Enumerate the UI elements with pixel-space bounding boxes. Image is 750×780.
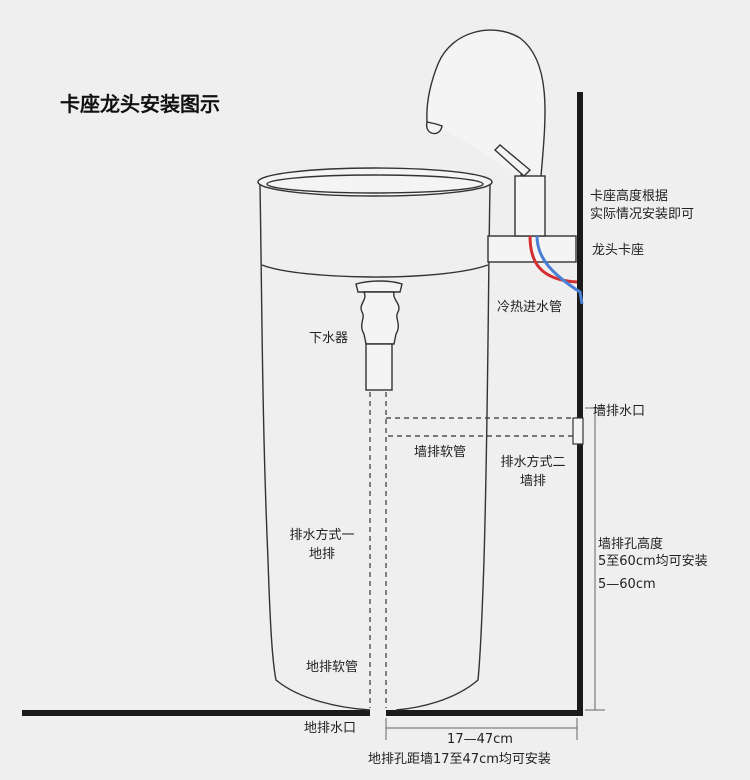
- label-floor-hose: 地排软管: [306, 660, 359, 675]
- label-inlet-pipes: 冷热进水管: [497, 300, 563, 315]
- wall-drain-hose: [386, 417, 577, 437]
- label-wall-hole-1: 墙排孔高度: [598, 537, 664, 552]
- wall: [577, 92, 583, 716]
- label-drain: 下水器: [309, 331, 349, 346]
- label-floor-note: 地排孔距墙17至47cm均可安装: [368, 752, 551, 767]
- label-method2-2: 墙排: [519, 474, 546, 489]
- diagram-title: 卡座龙头安装图示: [60, 92, 220, 116]
- label-method1-1: 排水方式一: [289, 528, 355, 543]
- pedestal-basin: [257, 167, 493, 711]
- label-method1-2: 地排: [308, 547, 335, 562]
- wall-outlet-block: [572, 417, 584, 445]
- label-height-note-2: 实际情况安装即可: [590, 207, 695, 222]
- floor-distance-dimension: [385, 718, 578, 740]
- cold-pipe: [535, 235, 584, 305]
- floor-outlet-gap: [370, 708, 386, 718]
- label-wall-hole-2: 5至60cm均可安装: [598, 554, 708, 569]
- floor: [22, 710, 583, 716]
- floor-drain-hose: [369, 392, 387, 708]
- label-height-note-1: 卡座高度根据: [590, 189, 669, 204]
- label-floor-range: 17—47cm: [447, 732, 513, 747]
- label-method2-1: 排水方式二: [500, 455, 566, 470]
- label-wall-outlet: 墙排水口: [593, 404, 646, 419]
- label-wall-hole-range: 5—60cm: [598, 577, 656, 592]
- label-floor-outlet: 地排水口: [304, 721, 357, 736]
- faucet: [426, 29, 546, 237]
- label-faucet-seat: 龙头卡座: [592, 243, 645, 258]
- wall-height-dimension: [585, 407, 605, 711]
- label-wall-hose: 墙排软管: [414, 445, 467, 460]
- drain-device: [355, 280, 403, 391]
